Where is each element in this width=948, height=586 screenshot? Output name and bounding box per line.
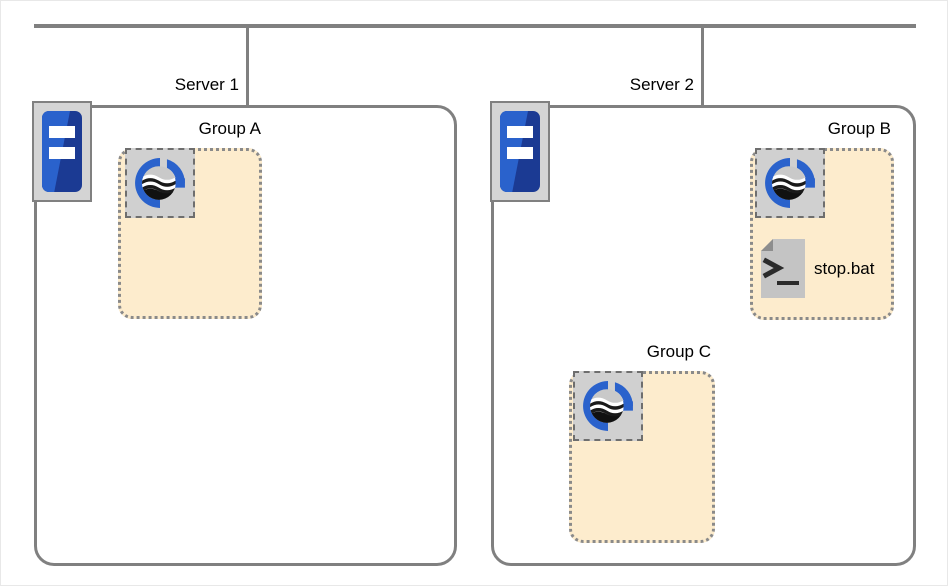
network-bus-line <box>34 24 916 28</box>
server-2-container <box>491 105 916 566</box>
server-1-label: Server 1 <box>174 75 239 94</box>
group-a-label: Group A <box>198 119 261 138</box>
bat-file-label: stop.bat <box>814 258 875 278</box>
server-chassis <box>42 111 82 192</box>
server-chassis <box>500 111 540 192</box>
server-2-drop-line <box>701 25 704 105</box>
server-bar-1 <box>507 126 533 138</box>
glassfish-icon[interactable] <box>125 148 195 218</box>
glassfish-icon[interactable] <box>573 371 643 441</box>
server-icon <box>490 101 550 202</box>
server-1-container <box>34 105 457 566</box>
server-2-label: Server 2 <box>629 75 694 94</box>
server-bar-1 <box>49 126 75 138</box>
bat-file-item[interactable]: stop.bat <box>761 239 875 298</box>
glassfish-icon[interactable] <box>755 148 825 218</box>
server-bar-2 <box>49 147 75 159</box>
group-c-label: Group C <box>646 342 711 361</box>
server-1-drop-line <box>246 25 249 105</box>
bat-file-icon <box>761 239 805 298</box>
server-bar-2 <box>507 147 533 159</box>
server-icon <box>32 101 92 202</box>
group-b-label: Group B <box>827 119 891 138</box>
